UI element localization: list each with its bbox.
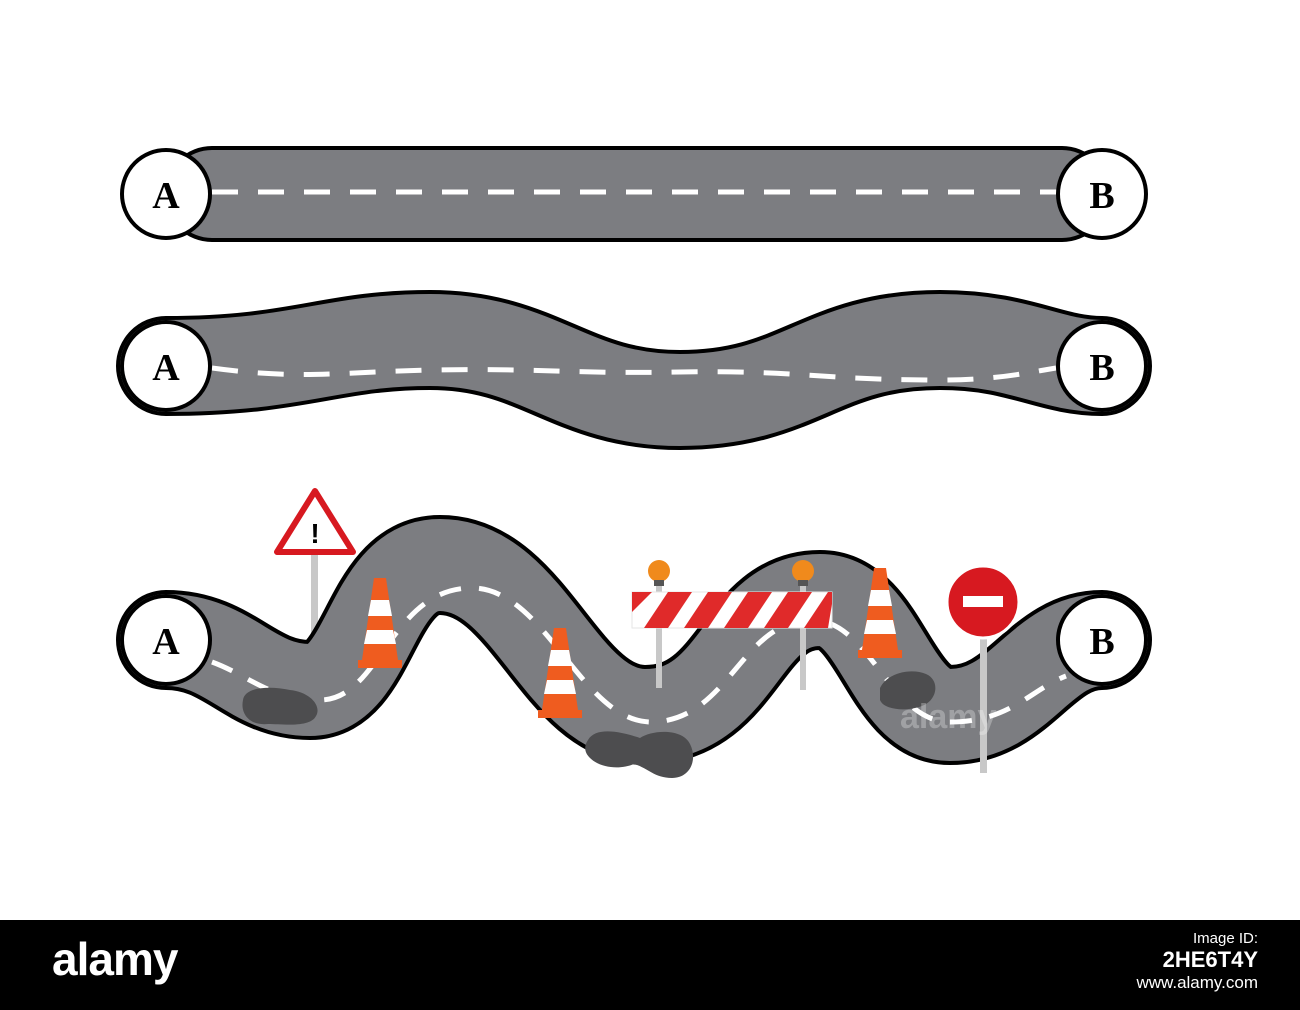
winding-road-lane-marking — [211, 585, 1067, 725]
warning-triangle-icon — [274, 488, 356, 555]
watermark: alamy — [900, 698, 996, 736]
winding-road-end-label: B — [1089, 621, 1114, 663]
road-barrier-icon — [631, 560, 833, 690]
image-id-label: Image ID: — [1192, 930, 1258, 947]
pothole-icon — [880, 671, 936, 710]
straight-road: A B — [120, 146, 1148, 242]
footer-bar: alamy Image ID: 2HE6T4Y www.alamy.com — [0, 920, 1300, 1010]
traffic-cone-icon — [858, 568, 902, 658]
winding-road-end-node: B — [1056, 594, 1148, 686]
straight-road-end-label: B — [1089, 175, 1114, 217]
no-entry-sign-pole — [980, 630, 987, 773]
winding-road-surface — [120, 518, 1148, 762]
wavy-road-end-label: B — [1089, 347, 1114, 389]
warning-lamp-icon — [648, 560, 670, 582]
site-url[interactable]: www.alamy.com — [1136, 972, 1258, 992]
wavy-road-end-node: B — [1056, 320, 1148, 412]
warning-sign-symbol: ! — [310, 518, 319, 549]
warning-sign: ! — [274, 488, 356, 663]
pothole-icon — [242, 687, 318, 725]
wavy-road-start-node: A — [120, 320, 212, 412]
traffic-cone-icon — [358, 578, 402, 668]
image-id-block: Image ID: 2HE6T4Y www.alamy.com — [1136, 930, 1258, 992]
no-entry-sign — [945, 564, 1021, 773]
pothole-icon — [585, 731, 694, 778]
winding-road-start-label: A — [152, 621, 180, 663]
straight-road-start-node: A — [120, 148, 212, 240]
winding-road-start-node: A — [120, 594, 212, 686]
winding-road: ! — [116, 488, 1152, 778]
wavy-road-lane-marking — [211, 365, 1057, 383]
road-illustration: A B A B ! — [116, 146, 1152, 778]
alamy-logo[interactable]: alamy — [52, 933, 178, 985]
straight-road-end-node: B — [1056, 148, 1148, 240]
wavy-road: A B — [116, 289, 1152, 451]
warning-lamp-icon — [792, 560, 814, 582]
straight-road-start-label: A — [152, 175, 180, 217]
image-id-value: 2HE6T4Y — [1162, 947, 1258, 973]
warning-sign-pole — [311, 548, 318, 663]
traffic-cone-icon — [538, 628, 582, 718]
wavy-road-start-label: A — [152, 347, 180, 389]
wavy-road-surface — [120, 293, 1148, 447]
